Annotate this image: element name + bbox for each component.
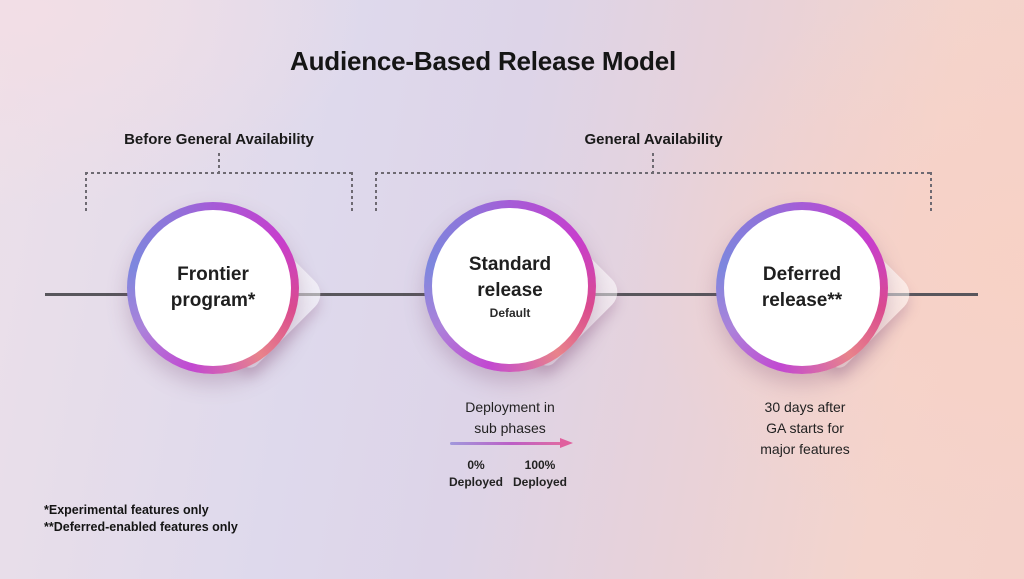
scale-end-percent: 100% [524,458,556,472]
deployment-scale-start: 0% Deployed [434,457,518,491]
footnotes: *Experimental features only **Deferred-e… [44,502,238,536]
node-circle-frontier-program: Frontier program* [127,202,299,374]
node-label-line: program* [170,290,256,311]
before-ga-label: Before General Availability [124,131,314,148]
node-label-line: release** [761,290,843,311]
node-inner-frontier-program: Frontier program* [135,210,291,366]
footnote-deferred: **Deferred-enabled features only [44,520,238,534]
deployment-arrow-line [450,442,562,445]
note-line: sub phases [474,420,546,436]
before-ga-bracket-line [85,172,353,174]
ga-connector-tick [652,153,654,172]
page-title: Audience-Based Release Model [290,46,676,76]
ga-bracket-right-tick [930,172,932,212]
node-label-line: Standard [468,254,552,275]
node-circle-standard-release: Standard release Default [424,200,596,372]
scale-start-percent: 0% [467,458,485,472]
scale-start-word: Deployed [448,475,503,489]
default-badge: Default [489,306,531,320]
ga-bracket-line [375,172,932,174]
ga-label: General Availability [584,131,723,148]
note-line: GA starts for [766,420,844,436]
note-line: 30 days after [764,399,846,415]
node-circle-deferred-release: Deferred release** [716,202,888,374]
scale-end-word: Deployed [512,475,567,489]
before-ga-bracket-left-tick [85,172,87,212]
deployment-arrow-icon [450,438,574,450]
standard-release-note: Deployment in sub phases [430,397,590,439]
deployment-scale-end: 100% Deployed [498,457,582,491]
deployment-arrow-head [560,438,573,448]
node-inner-deferred-release: Deferred release** [724,210,880,366]
note-line: major features [760,441,850,457]
note-line: Deployment in [465,399,555,415]
node-label-line: release [477,280,543,301]
before-ga-bracket-right-tick [351,172,353,212]
footnote-experimental: *Experimental features only [44,503,209,517]
before-ga-connector-tick [218,153,220,172]
node-label-line: Frontier [177,264,249,285]
node-label-line: Deferred [762,264,842,285]
node-inner-standard-release: Standard release Default [432,208,588,364]
deferred-release-note: 30 days after GA starts for major featur… [730,397,880,460]
ga-bracket-left-tick [375,172,377,212]
